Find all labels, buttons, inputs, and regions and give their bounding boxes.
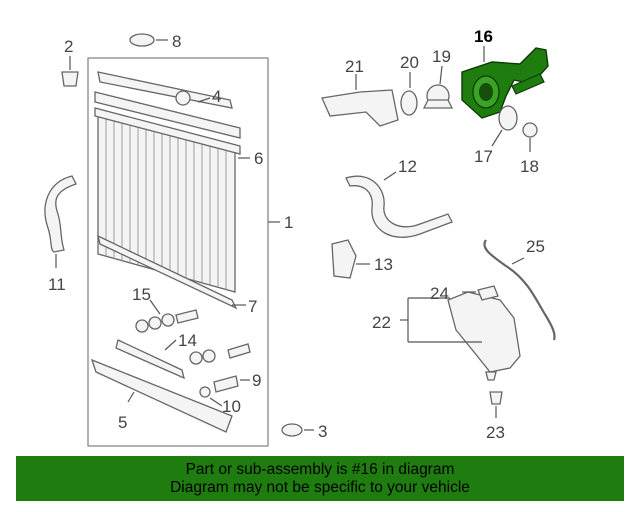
callout-1: 1 (284, 213, 293, 232)
callout-10: 10 (222, 397, 241, 416)
callout-17: 17 (474, 147, 493, 166)
banner-line-2: Diagram may not be specific to your vehi… (170, 479, 470, 496)
info-banner: Part or sub-assembly is #16 in diagram D… (16, 456, 624, 501)
water-inlet-pipe[interactable] (321, 89, 399, 127)
parts-diagram: 1 4 6 7 (44, 27, 556, 447)
callout-7: 7 (248, 297, 257, 316)
water-outlet-highlighted[interactable] (461, 47, 549, 119)
reservoir-cap-23[interactable] (489, 391, 503, 405)
callout-4: 4 (212, 87, 221, 106)
thermostat[interactable] (422, 84, 454, 109)
callout-15: 15 (132, 285, 151, 304)
radiator-lower-seal[interactable] (97, 234, 238, 310)
callout-2: 2 (64, 37, 73, 56)
oring-10[interactable] (199, 386, 211, 398)
banner-line-1: Part or sub-assembly is #16 in diagram (185, 461, 455, 478)
callout-23: 23 (486, 423, 505, 442)
radiator-pipe[interactable] (115, 339, 185, 380)
callout-21: 21 (345, 57, 364, 76)
oring-18[interactable] (522, 122, 538, 138)
callout-19: 19 (432, 47, 451, 66)
callout-12: 12 (398, 157, 417, 176)
callout-8: 8 (172, 32, 181, 51)
radiator-core[interactable] (94, 107, 241, 293)
callout-6: 6 (254, 149, 263, 168)
drain-fittings[interactable] (189, 343, 251, 365)
callout-24: 24 (430, 284, 449, 303)
gasket-17[interactable] (498, 105, 518, 131)
callout-13: 13 (374, 255, 393, 274)
bolt-washer-set[interactable] (135, 309, 199, 333)
cap-3[interactable] (281, 423, 303, 437)
callout-16: 16 (474, 27, 493, 46)
callout-18: 18 (520, 157, 539, 176)
coolant-reservoir[interactable] (447, 291, 521, 381)
callout-9: 9 (252, 371, 261, 390)
radiator-upper-tank[interactable] (94, 71, 241, 139)
callout-22: 22 (372, 313, 391, 332)
callout-5: 5 (118, 413, 127, 432)
radiator-group-frame (87, 57, 269, 447)
radiator-lower-tank[interactable] (90, 358, 233, 433)
radiator-cap-8[interactable] (129, 33, 155, 47)
callout-25: 25 (526, 237, 545, 256)
gasket-20[interactable] (400, 90, 418, 116)
lower-hose[interactable] (44, 175, 77, 253)
upper-hose[interactable] (345, 175, 453, 238)
radiator-cap-2[interactable] (61, 71, 79, 87)
bracket-13[interactable] (331, 239, 357, 279)
reservoir-cap[interactable] (477, 285, 499, 301)
callout-11: 11 (48, 275, 66, 294)
callout-3: 3 (318, 422, 327, 441)
callout-14: 14 (178, 331, 197, 350)
drain-plug[interactable] (213, 375, 239, 393)
reservoir-hose[interactable] (483, 239, 556, 341)
callout-20: 20 (400, 53, 419, 72)
